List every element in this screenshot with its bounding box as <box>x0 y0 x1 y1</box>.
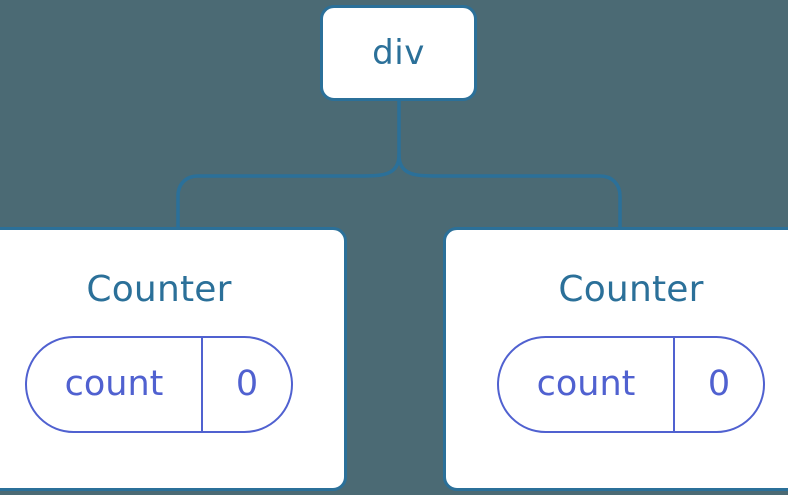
state-value-right: 0 <box>707 364 731 404</box>
node-counter-right[interactable]: Counter count 0 <box>443 227 788 491</box>
node-div-label: div <box>372 33 425 73</box>
state-pill-right[interactable]: count 0 <box>497 336 765 433</box>
node-counter-left[interactable]: Counter count 0 <box>0 227 347 491</box>
node-counter-right-title: Counter <box>558 269 704 310</box>
node-div[interactable]: div <box>320 5 477 101</box>
connector-branch-right <box>397 153 622 229</box>
state-divider-left <box>201 338 203 431</box>
state-value-left: 0 <box>235 364 259 404</box>
state-key-right: count <box>536 364 636 404</box>
state-key-left: count <box>64 364 164 404</box>
connector-branch-left <box>176 153 401 229</box>
node-counter-left-title: Counter <box>86 269 232 310</box>
state-pill-left[interactable]: count 0 <box>25 336 293 433</box>
state-divider-right <box>673 338 675 431</box>
